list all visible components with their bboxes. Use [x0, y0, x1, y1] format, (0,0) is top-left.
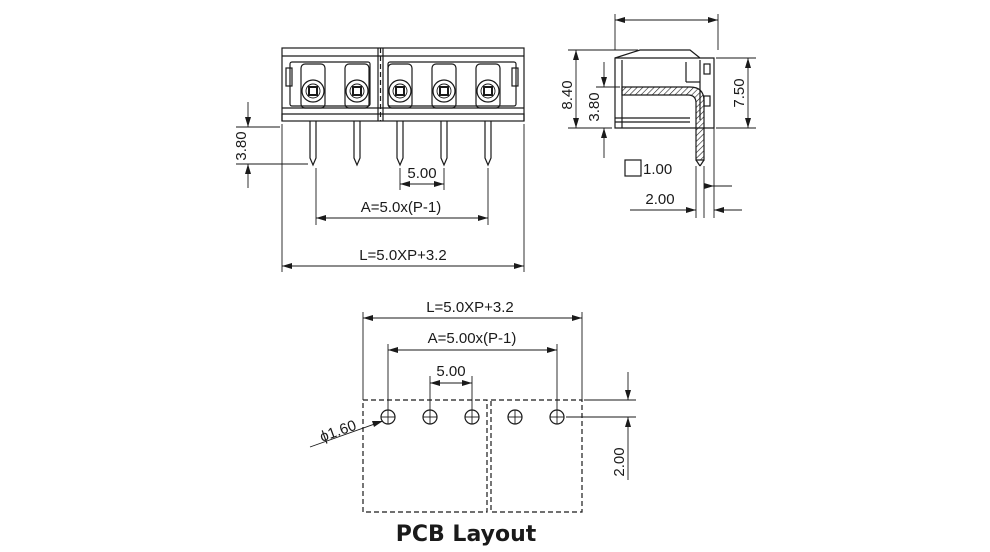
- side-dim-body-height: 7.50: [716, 57, 756, 129]
- screw-terminal-4: [431, 63, 457, 109]
- front-view: 3.80 5.00 A=5.0x(P-1) L=5.0XP: [233, 47, 525, 272]
- pcb-layout: L=5.0XP+3.2 A=5.00x(P-1) 5.00 ϕ1.60: [309, 299, 636, 547]
- pcb-hole-3: [464, 409, 480, 425]
- pcb-dim-a: A=5.00x(P-1): [387, 330, 558, 410]
- screw-terminal-1: [300, 63, 326, 109]
- pcb-outline-right: [490, 399, 583, 513]
- side-dim-pin-offset: 2.00: [630, 128, 742, 218]
- screw-terminal-3: [387, 63, 413, 109]
- front-dim-pitch-label: 5.00: [407, 165, 436, 182]
- pcb-layout-title: PCB Layout: [396, 522, 537, 547]
- side-pin-hatched: [621, 86, 705, 161]
- side-dim-pin-offset-label: 2.00: [645, 191, 674, 208]
- pcb-hole-1: [380, 409, 396, 425]
- front-dim-height-label: 3.80: [233, 131, 250, 160]
- screw-terminal-2: [344, 63, 370, 109]
- pcb-dim-l-label: L=5.0XP+3.2: [426, 299, 514, 316]
- pcb-hole-4: [507, 409, 523, 425]
- pcb-outline-left: [362, 399, 488, 513]
- pcb-hole-5: [549, 409, 565, 425]
- side-dim-body-height-label: 7.50: [731, 78, 748, 107]
- pcb-dim-row-offset-label: 2.00: [611, 447, 628, 476]
- side-dim-pin-size-label: 1.00: [643, 161, 672, 178]
- front-pins: [309, 121, 492, 167]
- pcb-dim-pitch-label: 5.00: [436, 363, 465, 380]
- side-dim-pin-height-label: 3.80: [586, 92, 603, 121]
- pcb-dim-row-offset: 2.00: [566, 372, 636, 480]
- pin-square-symbol: [624, 159, 642, 177]
- side-dim-total-height: 8.40: [559, 49, 638, 129]
- side-housing-outline: [614, 49, 715, 129]
- front-dim-pitch: 5.00: [399, 165, 445, 190]
- side-view: 8.40 3.80 7.50 1.00: [559, 14, 756, 218]
- screw-terminal-5: [475, 63, 501, 109]
- side-dim-pin-size: 1.00: [624, 159, 672, 178]
- front-dim-a: A=5.0x(P-1): [315, 168, 489, 225]
- front-dim-l-label: L=5.0XP+3.2: [359, 247, 447, 264]
- front-dim-l: L=5.0XP+3.2: [281, 124, 525, 272]
- pcb-holes: [380, 409, 565, 425]
- side-dim-pin-height: 3.80: [586, 62, 620, 158]
- pcb-hole-2: [422, 409, 438, 425]
- pcb-dim-a-label: A=5.00x(P-1): [428, 330, 517, 347]
- pcb-dim-hole-dia: ϕ1.60: [309, 417, 384, 448]
- front-dim-height: 3.80: [233, 102, 308, 188]
- pcb-dim-l: L=5.0XP+3.2: [362, 299, 583, 400]
- front-screw-terminals: [300, 63, 501, 109]
- side-dim-total-height-label: 8.40: [559, 80, 576, 109]
- pcb-dim-pitch: 5.00: [429, 363, 473, 410]
- front-dim-a-label: A=5.0x(P-1): [361, 199, 441, 216]
- pcb-dim-hole-dia-label: ϕ1.60: [318, 417, 359, 446]
